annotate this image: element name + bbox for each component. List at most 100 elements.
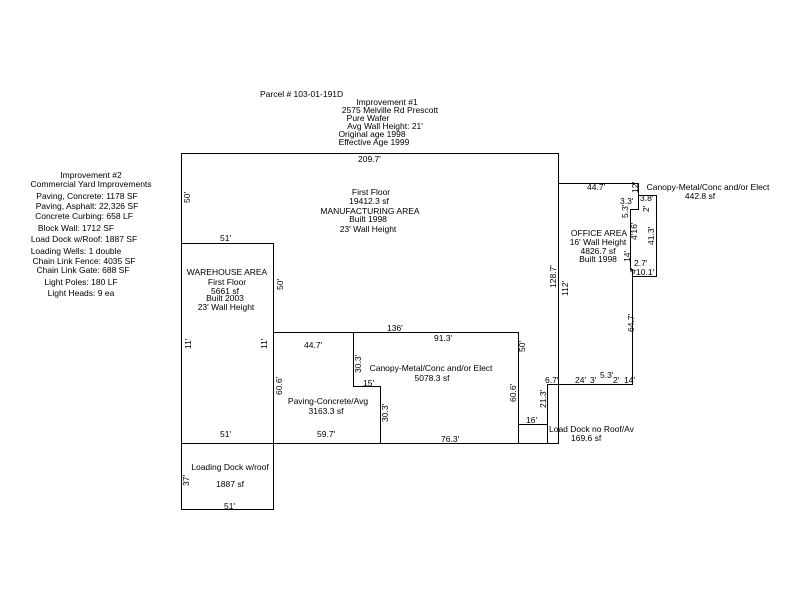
- dimension-label: 112': [560, 280, 570, 296]
- area-label-line: OFFICE AREA: [571, 228, 628, 238]
- improvement-2-line: Paving, Concrete: 1178 SF: [36, 191, 137, 201]
- dimension-label: 2': [613, 375, 620, 385]
- area-label-line: MANUFACTURING AREA: [320, 206, 420, 216]
- warehouse-label: WAREHOUSE AREA First Floor 5661 sf Built…: [187, 267, 268, 312]
- area-label-line: 5661 sf: [211, 286, 240, 296]
- dimension-label: 15': [363, 378, 374, 388]
- dimension-label: 128.7': [548, 265, 558, 288]
- dimension-label: 76.3': [441, 434, 460, 444]
- paving-label: Paving-Concrete/Avg 3163.3 sf: [288, 396, 368, 416]
- area-label-line: Paving-Concrete/Avg: [288, 396, 368, 406]
- dimension-label: 44.7': [587, 182, 606, 192]
- improvement-2-line: Light Poles: 180 LF: [44, 277, 117, 287]
- canopy-office-label: Canopy-Metal/Conc and/or Elect 442.8 sf: [647, 182, 770, 201]
- area-label-line: 169.6 sf: [571, 433, 602, 443]
- area-label-line: Loading Dock w/roof: [191, 462, 269, 472]
- dimension-label: 30.3': [380, 403, 390, 422]
- dimension-label: 3.8': [640, 193, 654, 203]
- improvement-2-line: Concrete Curbing: 658 LF: [35, 211, 133, 221]
- dimension-label: 91.3': [434, 333, 453, 343]
- dimension-label: 2': [641, 205, 651, 212]
- dimension-label: 51': [224, 501, 235, 511]
- area-label-line: 16' Wall Height: [570, 237, 627, 247]
- first-floor-label: First Floor 19412.3 sf MANUFACTURING ARE…: [320, 187, 420, 234]
- improvement-1-line: Improvement #1: [356, 97, 418, 107]
- dimension-label: 41.3': [646, 226, 656, 245]
- area-label-line: 5078.3 sf: [415, 373, 451, 383]
- area-label-line: Canopy-Metal/Conc and/or Elect: [370, 363, 493, 373]
- loading-dock-noroof-label: Load Dock no Roof/Av 169.6 sf: [549, 424, 635, 443]
- dimension-label: 51': [220, 233, 231, 243]
- dimension-label: 50': [517, 341, 527, 352]
- dimension-label: 3.3': [620, 196, 634, 206]
- dimension-label: 24': [575, 375, 586, 385]
- improvement-2-line: Chain Link Fence: 4035 SF: [32, 256, 135, 266]
- area-label-line: WAREHOUSE AREA: [187, 267, 268, 277]
- area-label-line: 3163.3 sf: [309, 406, 345, 416]
- improvement-1-line: Effective Age 1999: [339, 137, 410, 147]
- dimension-label: 12': [630, 182, 640, 193]
- area-label-line: First Floor: [208, 277, 246, 287]
- loading-dock-outline: [181, 443, 274, 510]
- area-label-line: Built 1998: [349, 214, 387, 224]
- area-label-line: 23' Wall Height: [340, 224, 397, 234]
- improvement-1-line: 2575 Melville Rd Prescott: [342, 105, 439, 115]
- area-label-line: Canopy-Metal/Conc and/or Elect: [647, 182, 770, 192]
- dimension-label: 6.7': [545, 375, 559, 385]
- dimension-label: 50': [275, 279, 285, 290]
- canopy-main-label: Canopy-Metal/Conc and/or Elect 5078.3 sf: [370, 363, 493, 383]
- dimension-label: 14': [624, 375, 635, 385]
- dimension-label: 30.3': [353, 354, 363, 373]
- improvement-2-line: Loading Wells: 1 double: [31, 246, 122, 256]
- dimension-label: 51': [220, 429, 231, 439]
- area-label-line: 1887 sf: [216, 479, 245, 489]
- dimension-label: 4'16': [629, 222, 639, 240]
- improvement-1-line: Avg Wall Height: 21': [347, 121, 423, 131]
- office-label: OFFICE AREA 16' Wall Height 4826.7 sf Bu…: [570, 228, 628, 264]
- improvement-2-line: Paving, Asphalt: 22,326 SF: [36, 201, 139, 211]
- dimension-label: 16': [526, 415, 537, 425]
- dimension-labels: 209.7' 51' 51' 51' 136' 44.7' 91.3' 15' …: [220, 154, 655, 511]
- office-canopy-outline: [632, 183, 657, 277]
- dimension-label: 64.7': [626, 313, 636, 332]
- dimension-label: 10.1': [636, 267, 655, 277]
- dimension-label: 21.3': [538, 389, 548, 408]
- improvement-2-line: Improvement #2: [60, 170, 122, 180]
- improvement-2-line: Light Heads: 9 ea: [48, 288, 115, 298]
- improvement-2-line: Commercial Yard Improvements: [30, 179, 151, 189]
- dimension-label: 209.7': [358, 154, 381, 164]
- improvement-2-block: Improvement #2 Commercial Yard Improveme…: [30, 170, 151, 298]
- dimension-label: 5.3': [620, 204, 630, 218]
- area-label-line: 23' Wall Height: [198, 302, 255, 312]
- dimension-label: 44.7': [304, 340, 323, 350]
- canopy-inner-outline: [353, 332, 381, 444]
- dimension-label: 50': [182, 192, 192, 203]
- area-label-line: 442.8 sf: [685, 191, 716, 201]
- manufacturing-area-outline: [181, 153, 559, 444]
- office-area-outline: [547, 183, 639, 444]
- area-label-line: 4826.7 sf: [581, 246, 617, 256]
- improvement-2-line: Chain Link Gate: 688 SF: [36, 265, 129, 275]
- canopy-paving-outline: [273, 332, 519, 444]
- dimension-label: 2.7': [634, 258, 648, 268]
- warehouse-area-outline: [181, 243, 274, 444]
- dimension-label: 60.6': [508, 383, 518, 402]
- area-label-line: Built 1998: [579, 254, 617, 264]
- improvement-2-line: Block Wall: 1712 SF: [38, 223, 114, 233]
- dimension-labels-vertical: 50' 50' 11' 11' 37' 30.3' 60.6' 30.3' 60…: [181, 182, 656, 486]
- sketch-outlines: [181, 153, 657, 510]
- dimension-label: 37': [181, 475, 191, 486]
- area-label-line: Load Dock no Roof/Av: [549, 424, 635, 434]
- dimension-label: 11': [183, 338, 193, 349]
- area-label-line: Built 2003: [206, 293, 244, 303]
- load-dock-no-roof-outline: [518, 424, 548, 444]
- dimension-label: 4': [628, 267, 638, 274]
- dimension-label: 59.7': [317, 429, 336, 439]
- dimension-label: 3': [590, 375, 597, 385]
- dimension-label: 136': [387, 323, 403, 333]
- parcel-number: Parcel # 103-01-191D: [260, 89, 343, 99]
- improvement-2-line: Load Dock w/Roof: 1887 SF: [31, 234, 137, 244]
- area-label-line: 19412.3 sf: [349, 196, 389, 206]
- loading-dock-roof-label: Loading Dock w/roof 1887 sf: [191, 462, 269, 489]
